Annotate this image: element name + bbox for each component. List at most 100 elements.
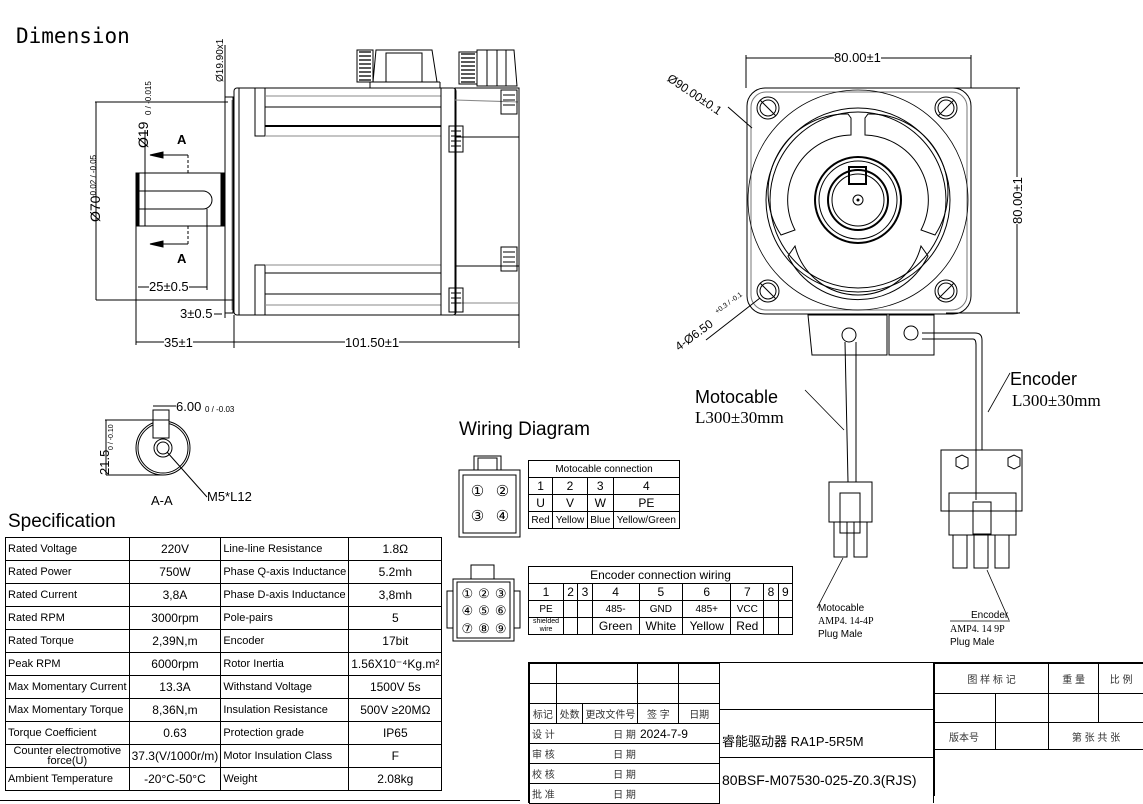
spec-label: Encoder [220, 629, 350, 653]
encoder-cell: Green [591, 617, 640, 635]
encoder-cell: 485+ [682, 600, 732, 618]
sign-date-label: 日 期 [582, 743, 638, 764]
dimension-title: Dimension [16, 24, 130, 48]
spec-value: IP65 [348, 721, 443, 745]
motocable-cell: U [527, 494, 554, 512]
sign-role: 批 准 [528, 783, 583, 804]
spec-value: 500V ≥20MΩ [348, 698, 443, 722]
connector-pin-icon: ⑧ [478, 620, 490, 636]
encoder-cell: Red [730, 617, 765, 635]
key-height-tol: 0 / -0.10 [108, 424, 115, 450]
sign-role: 设 计 [528, 723, 583, 744]
flange-dia-label: Ø19.90x1 [215, 38, 226, 82]
spec-value: 5 [348, 606, 443, 630]
top-connector-encoder [458, 49, 518, 87]
encoder-length: L300±30mm [1012, 391, 1101, 410]
body-length-dim: 101.50±1 [345, 335, 400, 350]
connector-pin-icon: ① [470, 483, 485, 500]
shaft-section-view [105, 405, 208, 498]
connector-pin-icon: ④ [495, 508, 510, 525]
spec-value: 220V [128, 537, 222, 561]
encoder-cell: GND [638, 600, 684, 618]
encoder-cell [562, 617, 579, 635]
encoder-cell [763, 600, 779, 618]
shaft [135, 172, 224, 227]
spec-value: 1.8Ω [348, 537, 443, 561]
sign-role: 审 核 [528, 743, 583, 764]
encoder-cell: Yellow [682, 617, 732, 635]
key-width-dim: 6.00 [176, 399, 202, 414]
flange-thickness-dim: 3±0.5 [180, 306, 213, 321]
encoder-plug-part: AMP4. 14 9P [950, 624, 1005, 635]
wiring-diagram-title: Wiring Diagram [459, 419, 590, 440]
motocable-cell: 3 [586, 477, 614, 495]
encoder-cell: 485- [591, 600, 640, 618]
spec-label: Motor Insulation Class [220, 744, 350, 768]
motocable-cell: PE [612, 494, 681, 512]
shaft-dia-label: Ø19 [135, 121, 151, 148]
specification-title: Specification [8, 511, 116, 532]
encoder-cell: 4 [591, 583, 640, 601]
encoder-cell: 9 [777, 583, 794, 601]
sign-row: 校 核日 期 [528, 763, 720, 784]
spec-value: 3000rpm [128, 606, 222, 630]
title-empty-cell [720, 663, 934, 710]
sign-date [637, 743, 720, 764]
key-length-dim: 25±0.5 [149, 279, 189, 294]
spec-value: 6000rpm [128, 652, 222, 676]
spec-label: Protection grade [220, 721, 350, 745]
motocable-table-header: Motocable connection [528, 460, 680, 478]
model-cell: 80BSF-M07530-025-Z0.3(RJS) [720, 757, 934, 803]
motocable-cell: Yellow [552, 511, 588, 529]
encoder-connector-icon [446, 564, 521, 642]
revision-header: 签 字 [637, 703, 680, 724]
encoder-cell: 1 [528, 583, 564, 601]
top-connector-power [356, 49, 441, 88]
sign-date: 2024-7-9 [637, 723, 720, 744]
motocable-cell: W [586, 494, 614, 512]
pilot-dia-label: Ø70 [87, 195, 103, 222]
spec-label: Insulation Resistance [220, 698, 350, 722]
spec-value: 17bit [348, 629, 443, 653]
connector-pin-icon: ② [495, 483, 510, 500]
spec-label: Rated Current [5, 583, 130, 607]
encoder-cell: 5 [638, 583, 684, 601]
encoder-cell: 6 [682, 583, 732, 601]
connector-pin-icon: ③ [470, 508, 485, 525]
spec-label: Torque Coefficient [5, 721, 130, 745]
motocable-cell: Yellow/Green [612, 511, 681, 529]
motor-front-view [705, 55, 1023, 622]
front-width-dim: 80.00±1 [834, 50, 881, 65]
drawing-info-table: 图 样 标 记重 量比 例 版本号第 张 共 张 [933, 663, 1143, 796]
spec-label: Phase D-axis Inductance [220, 583, 350, 607]
spec-value: 37.3(V/1000r/m) [128, 744, 222, 768]
spec-label: Weight [220, 767, 350, 791]
product-name: 睿能驱动器 RA1P-5R5M [722, 734, 864, 749]
spec-row: Counter electromotive force(U)37.3(V/100… [5, 744, 443, 768]
spec-label: Max Momentary Current [5, 675, 130, 699]
motocable-cell: V [552, 494, 588, 512]
motocable-length: L300±30mm [695, 408, 784, 427]
connector-pin-icon: ④ [461, 603, 474, 619]
encoder-cell: PE [528, 600, 564, 618]
sign-date-label: 日 期 [582, 763, 638, 784]
drawing-mark-label: 图 样 标 记 [933, 663, 1050, 694]
spec-value: 1.56X10⁻⁴Kg.m² [348, 652, 443, 676]
version-label: 版本号 [933, 722, 997, 750]
encoder-plug-name: Encoder [971, 610, 1009, 621]
section-aa-label: A-A [151, 493, 173, 508]
product-name-cell: 睿能驱动器 RA1P-5R5M [720, 709, 934, 758]
connector-pin-icon: ⑦ [461, 620, 474, 636]
